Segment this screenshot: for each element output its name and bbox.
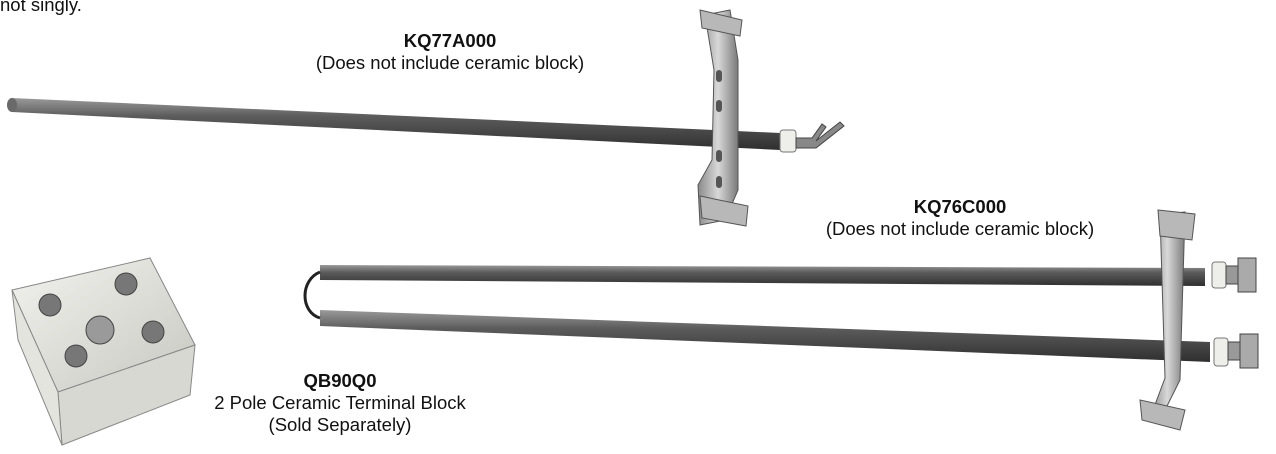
qb90q0-terminal-block [11, 257, 196, 446]
kq76c000-element [303, 209, 1259, 431]
intro-text: not singly. [0, 0, 82, 15]
caption-qb90q0: QB90Q0 2 Pole Ceramic Terminal Block (So… [195, 370, 485, 436]
part-note: (Does not include ceramic block) [825, 218, 1095, 239]
part-number: QB90Q0 [303, 370, 377, 391]
kq77a000-element [7, 9, 845, 227]
part-number: KQ77A000 [403, 30, 497, 51]
part-note: (Does not include ceramic block) [315, 52, 585, 73]
part-description: 2 Pole Ceramic Terminal Block [214, 392, 466, 413]
part-note: (Sold Separately) [268, 414, 412, 435]
caption-kq77a000: KQ77A000 (Does not include ceramic block… [270, 30, 630, 74]
caption-kq76c000: KQ76C000 (Does not include ceramic block… [770, 196, 1150, 240]
part-number: KQ76C000 [913, 196, 1007, 217]
